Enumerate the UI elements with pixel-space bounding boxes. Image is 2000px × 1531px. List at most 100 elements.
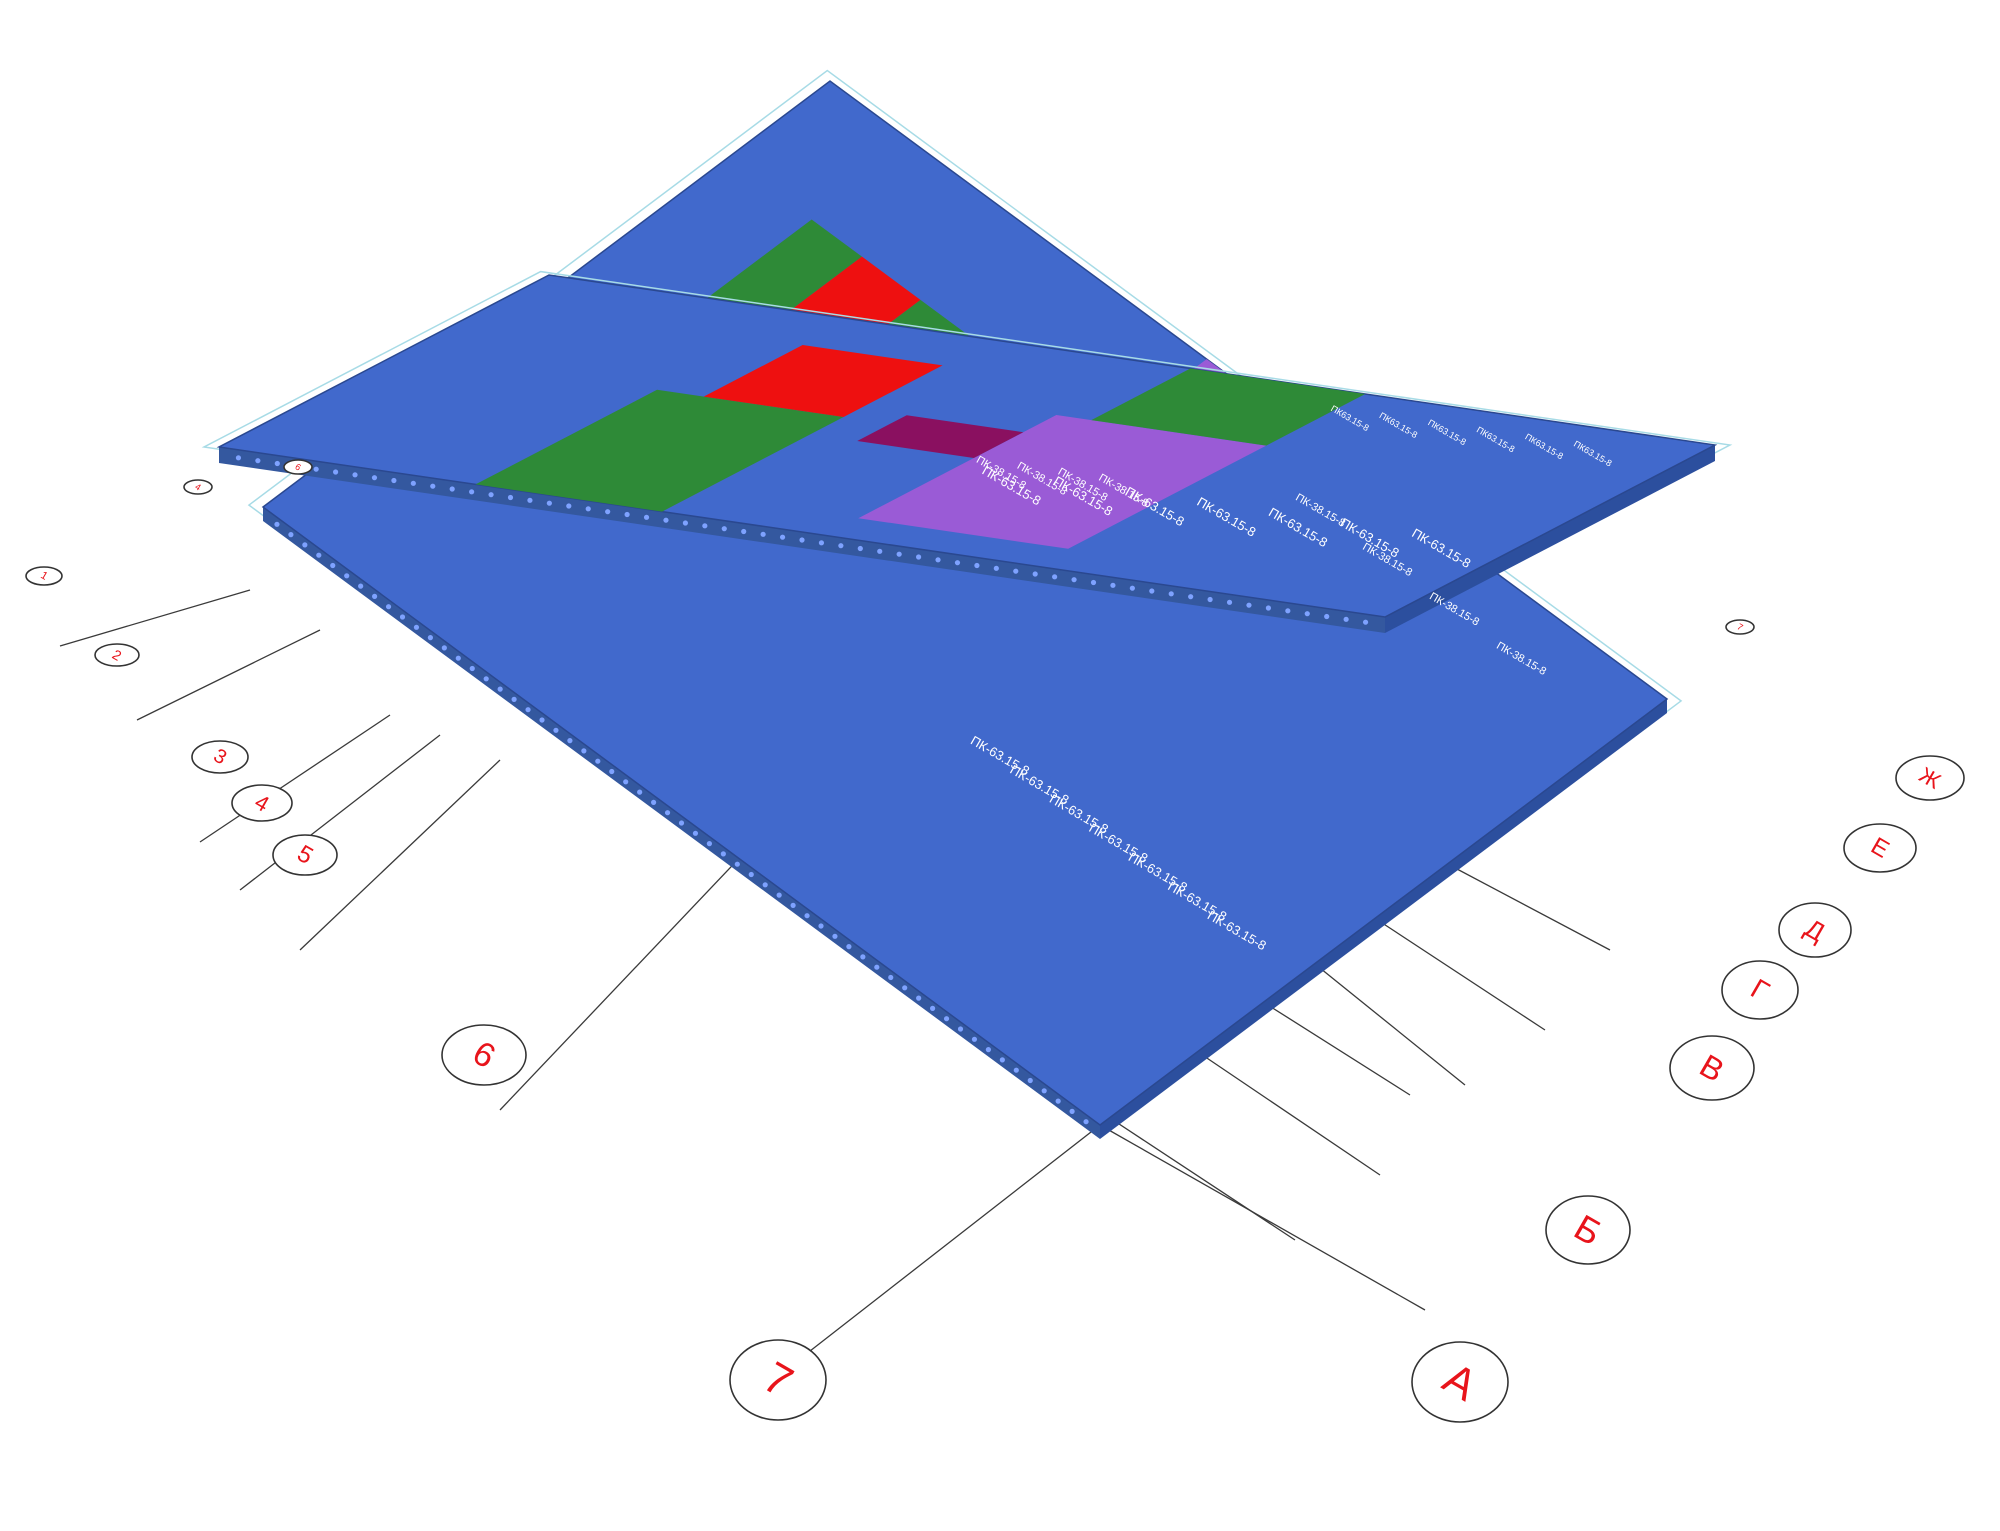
lower-slab-hollow-core — [413, 624, 420, 630]
upper-slab-hollow-core — [488, 492, 494, 498]
grid-line-number — [299, 759, 501, 951]
upper-slab-hollow-core — [1168, 591, 1174, 597]
upper-slab-hollow-core — [1265, 605, 1271, 611]
upper-slab-hollow-core — [896, 551, 902, 557]
upper-slab-hollow-core — [974, 562, 980, 569]
upper-slab-hollow-core — [1362, 619, 1369, 625]
lower-slab-hollow-core — [274, 521, 280, 527]
grid-line-letter — [1194, 1049, 1381, 1176]
axis-bubble-3: 3 — [191, 740, 249, 774]
axis-bubble-6-circle — [441, 1024, 527, 1086]
lower-slab-hollow-core — [372, 593, 378, 600]
upper-slab-hollow-core — [1110, 582, 1116, 588]
upper-slab-hollow-core — [857, 545, 863, 552]
grid-line-letter — [1099, 1124, 1426, 1311]
upper-slab-hollow-core — [566, 503, 572, 509]
lower-slab-hollow-core — [1027, 1077, 1033, 1084]
upper-purple-band — [858, 415, 1267, 549]
upper-slab-hollow-core — [527, 497, 533, 503]
upper-slab-edge-front — [1385, 445, 1715, 633]
upper-slab-hollow-core — [507, 494, 514, 501]
lower-slab-hollow-core — [1069, 1108, 1075, 1114]
grid-line-number — [759, 1124, 1101, 1391]
lower-slab-hollow-core — [818, 923, 824, 929]
axis-bubble-4-circle — [231, 784, 293, 822]
axis-bubble-6: 6 — [441, 1024, 527, 1086]
lower-slab-hollow-core — [971, 1036, 978, 1042]
upper-slab-hollow-core — [682, 520, 689, 526]
lower-slab-hollow-core — [651, 799, 657, 806]
upper-slab-hollow-core — [1188, 594, 1194, 600]
axis-bubble-2: 2 — [94, 643, 140, 667]
lower-slab-hollow-core — [330, 562, 336, 569]
lower-slab-hollow-core — [539, 717, 545, 723]
lower-slab-hollow-core — [288, 532, 294, 538]
upper-slab-hollow-core — [235, 455, 242, 461]
axis-bubble-Ж-circle — [1895, 755, 1965, 801]
lower-slab-hollow-core — [1041, 1088, 1047, 1094]
upper-slab-hollow-core — [391, 477, 397, 484]
grid-line-number — [136, 629, 321, 721]
axis-bubble-top-6: 6 — [283, 459, 313, 475]
lower-slab-hollow-core — [399, 614, 406, 620]
axis-bubble-Г-circle — [1721, 960, 1799, 1020]
upper-slab-hollow-core — [1285, 608, 1291, 614]
upper-slab-hollow-core — [546, 500, 552, 506]
upper-slab-hollow-core — [663, 517, 669, 523]
axis-bubble-Ж: Ж — [1895, 755, 1965, 801]
lower-slab-hollow-core — [930, 1005, 936, 1012]
grid-axis-lines — [59, 589, 1611, 1391]
upper-slab-hollow-core — [352, 472, 358, 478]
lower-slab-hollow-core — [957, 1026, 964, 1032]
upper-slab-hollow-core — [449, 486, 455, 492]
upper-slab-hollow-core — [605, 509, 611, 515]
upper-slab-hollow-core — [624, 511, 630, 518]
axis-bubble-Б: Б — [1545, 1195, 1631, 1265]
upper-slab-hollow-core — [585, 506, 591, 512]
lower-slab-hollow-core — [358, 583, 364, 589]
lower-slab-hollow-core — [692, 830, 699, 836]
lower-slab-hollow-core — [943, 1016, 950, 1022]
lower-slab-hollow-core — [483, 676, 489, 682]
lower-slab-hollow-core — [609, 768, 615, 775]
lower-slab-hollow-core — [790, 902, 796, 909]
lower-slab-hollow-core — [874, 964, 880, 970]
lower-slab-hollow-core — [623, 779, 629, 785]
upper-slab-hollow-core — [935, 557, 941, 563]
grid-line-letter — [1309, 959, 1466, 1086]
axis-bubble-Д-circle — [1778, 902, 1852, 958]
lower-slab-hollow-core — [846, 944, 852, 950]
upper-red-band — [703, 345, 943, 417]
lower-slab-hollow-core — [888, 974, 894, 981]
lower-slab-hollow-core — [1013, 1067, 1019, 1073]
lower-slab-hollow-core — [902, 985, 908, 991]
axis-bubble-А-circle — [1411, 1341, 1509, 1423]
axis-bubble-7: 7 — [729, 1339, 827, 1421]
upper-slab-hollow-core — [410, 480, 416, 486]
grid-line-letter — [1439, 859, 1611, 951]
axis-bubble-top-7: 7 — [1725, 619, 1755, 635]
lower-slab-hollow-core — [455, 655, 461, 661]
lower-slab-hollow-core — [581, 748, 587, 754]
upper-slab-hollow-core — [954, 560, 961, 566]
upper-slab-hollow-core — [469, 489, 475, 495]
upper-slab-hollow-core — [916, 554, 922, 560]
lower-slab-hollow-core — [776, 892, 782, 898]
lower-slab-edge-front — [1100, 699, 1667, 1139]
upper-slab-hollow-core — [702, 523, 708, 529]
lower-slab-hollow-core — [720, 851, 726, 857]
axis-bubble-Е: Е — [1843, 823, 1917, 873]
grid-line-number — [199, 714, 391, 843]
upper-slab-hollow-core — [1207, 596, 1213, 603]
lower-slab-hollow-core — [664, 810, 671, 816]
lower-slab-hollow-core — [832, 933, 838, 939]
axis-bubble-1-circle — [25, 566, 63, 586]
axis-bubble-top-4: 4 — [183, 479, 213, 495]
lower-slab-hollow-core — [748, 871, 754, 878]
upper-green-band — [475, 389, 844, 512]
axis-bubble-Б-circle — [1545, 1195, 1631, 1265]
grid-line-letter — [1369, 914, 1546, 1031]
lower-slab-hollow-core — [316, 552, 322, 558]
